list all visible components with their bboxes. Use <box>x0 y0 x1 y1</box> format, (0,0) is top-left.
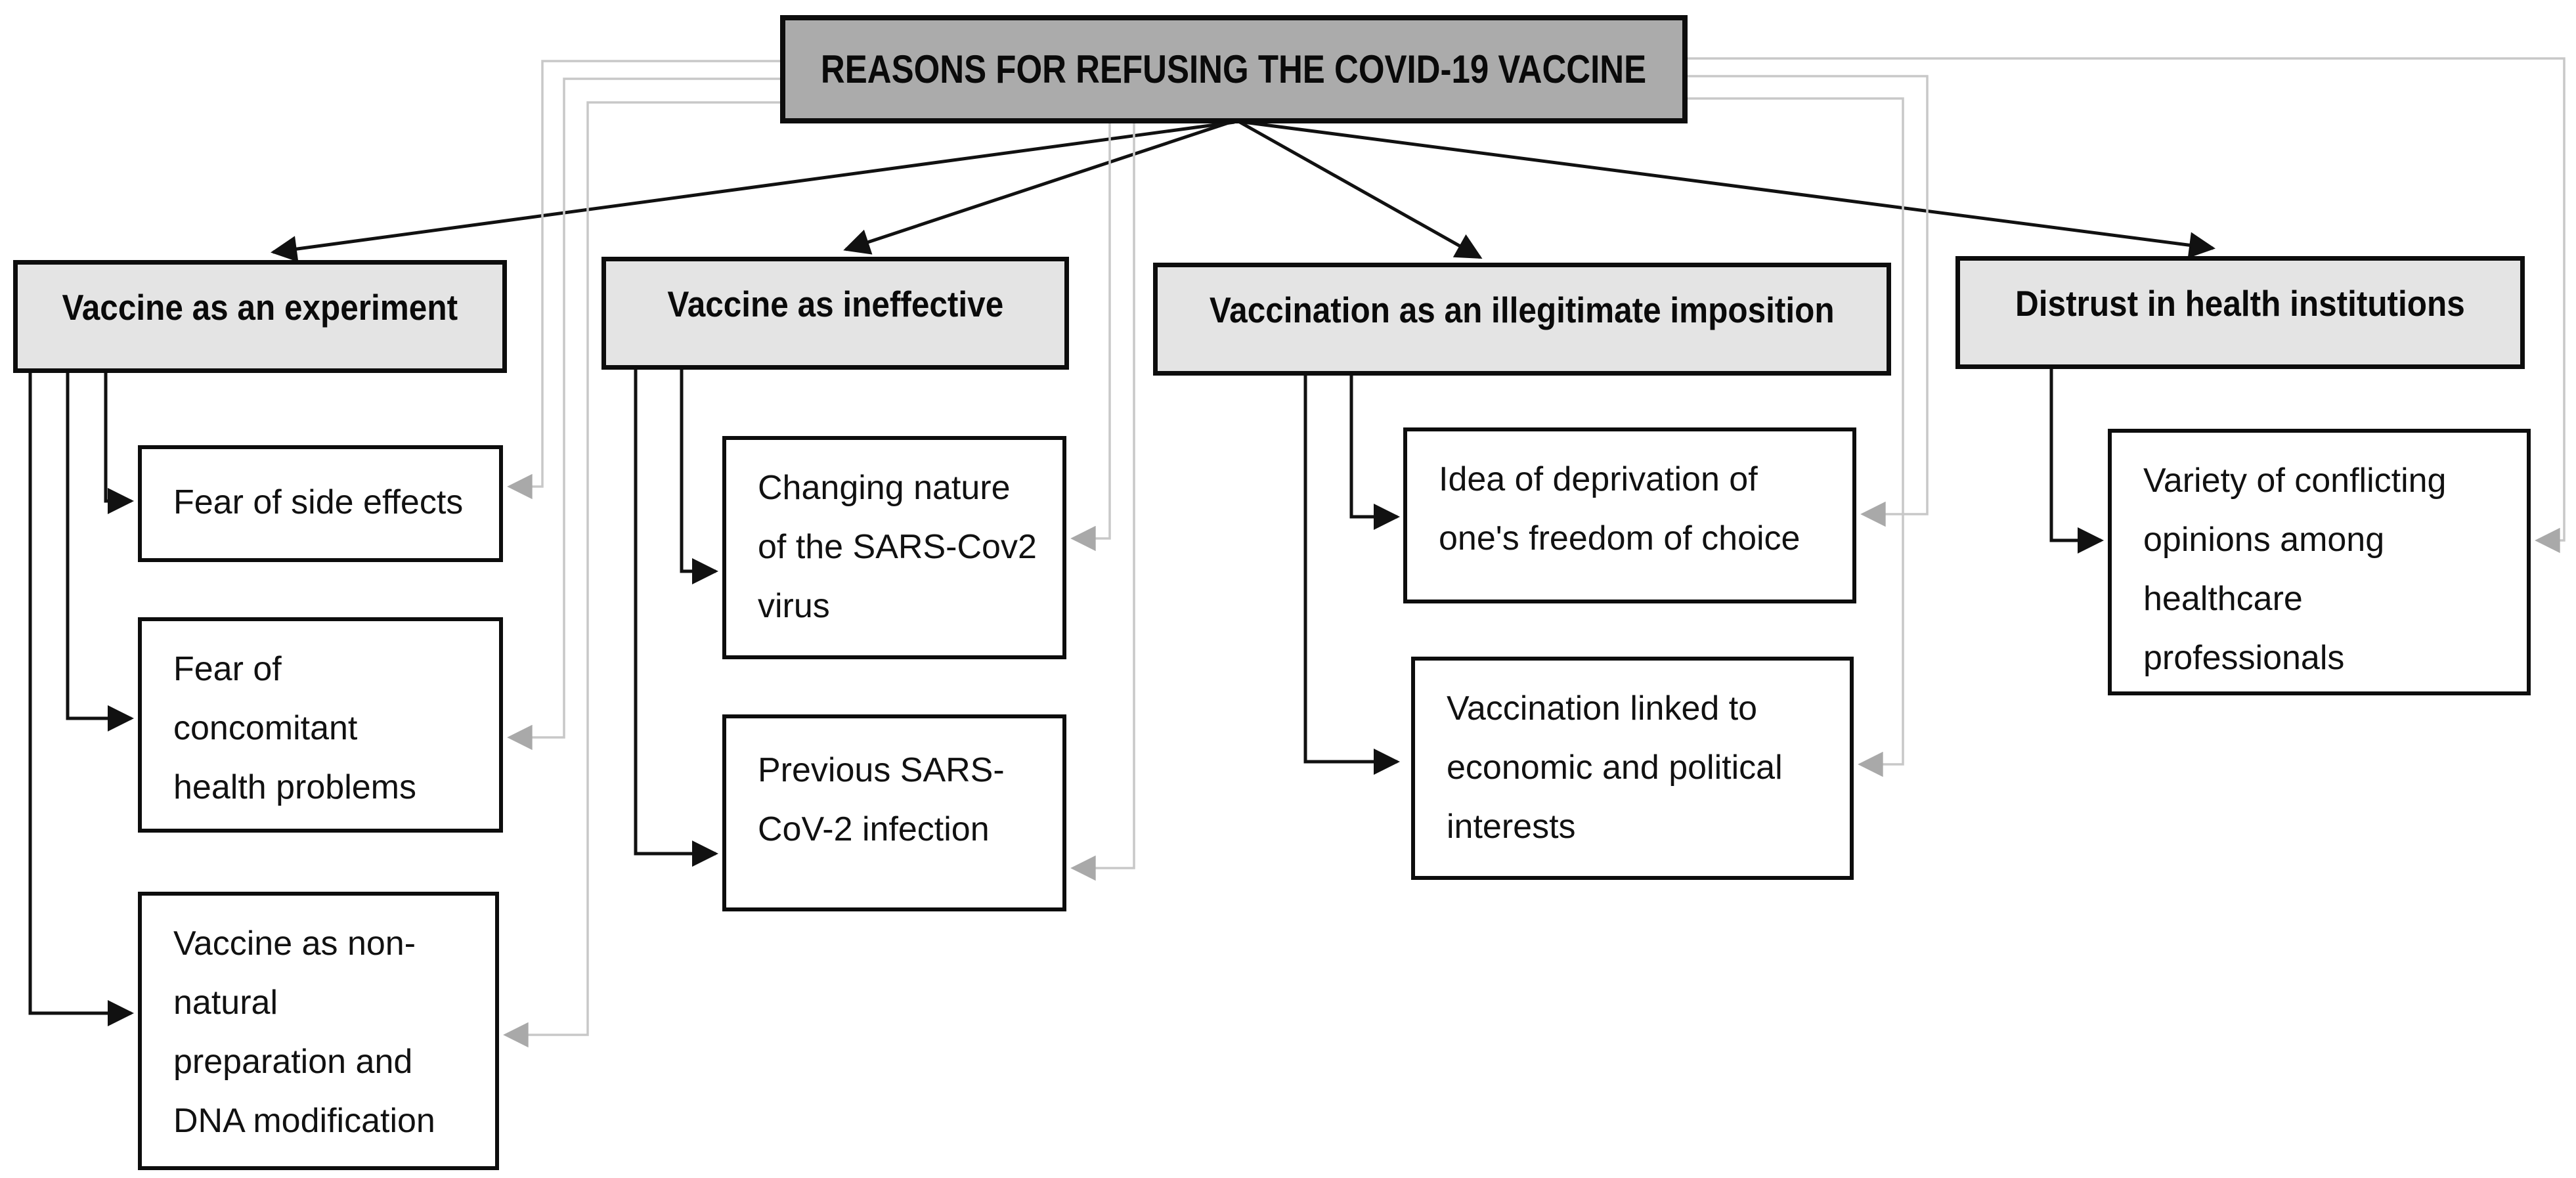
arrow-title-to-category-3 <box>1238 120 1483 259</box>
gray-connector-title-to-reason-2-1 <box>1070 122 1111 552</box>
title-label: REASONS FOR REFUSING THE COVID-19 VACCIN… <box>821 47 1647 91</box>
reason-node-economic-political-interests: Vaccination linked to economic and polit… <box>1411 657 1854 880</box>
category-label: Vaccination as an illegitimate impositio… <box>1210 289 1835 330</box>
gray-connector-title-to-reason-1-3 <box>503 101 780 1048</box>
reason-node-changing-nature-virus: Changing nature of the SARS-Cov2 virus <box>722 436 1066 659</box>
category-node-distrust-institutions: Distrust in health institutions <box>1955 256 2525 369</box>
category-node-experiment: Vaccine as an experiment <box>13 260 507 373</box>
category-node-ineffective: Vaccine as ineffective <box>601 257 1069 370</box>
arrow-category1-to-reason1 <box>104 371 134 514</box>
reason-node-non-natural-preparation: Vaccine as non- natural preparation and … <box>138 892 499 1170</box>
reason-node-previous-infection: Previous SARS- CoV-2 infection <box>722 714 1066 911</box>
category-label: Vaccine as an experiment <box>62 286 458 328</box>
reason-node-concomitant-health-problems: Fear of concomitant health problems <box>138 617 503 833</box>
arrow-category4-to-reason1 <box>2049 368 2104 554</box>
gray-connector-title-to-reason-2-2 <box>1070 122 1135 881</box>
arrow-category2-to-reason1 <box>680 368 718 584</box>
gray-connector-title-to-reason-4-1 <box>1688 57 2565 554</box>
arrow-category3-to-reason1 <box>1349 374 1400 530</box>
arrow-category1-to-reason3 <box>28 371 134 1026</box>
reason-node-side-effects: Fear of side effects <box>138 445 503 562</box>
gray-connector-title-to-reason-3-1 <box>1688 75 1929 527</box>
arrow-category3-to-reason2 <box>1303 374 1400 775</box>
arrow-category1-to-reason2 <box>66 371 134 731</box>
arrow-category2-to-reason2 <box>634 368 718 867</box>
category-node-illegitimate-imposition: Vaccination as an illegitimate impositio… <box>1153 263 1891 376</box>
gray-connector-title-to-reason-3-2 <box>1688 97 1904 777</box>
category-label: Vaccine as ineffective <box>667 283 1003 324</box>
reason-node-freedom-of-choice: Idea of deprivation of one's freedom of … <box>1403 427 1856 603</box>
arrow-title-to-category-2 <box>843 120 1231 255</box>
category-label: Distrust in health institutions <box>2015 282 2465 324</box>
arrow-title-to-category-1 <box>271 120 1235 262</box>
reason-node-conflicting-opinions: Variety of conflicting opinions among he… <box>2108 429 2531 695</box>
arrow-title-to-category-4 <box>1243 120 2216 259</box>
gray-connector-title-to-reason-1-1 <box>507 60 780 500</box>
title-node: REASONS FOR REFUSING THE COVID-19 VACCIN… <box>780 15 1688 123</box>
gray-connector-title-to-reason-1-2 <box>507 77 780 751</box>
